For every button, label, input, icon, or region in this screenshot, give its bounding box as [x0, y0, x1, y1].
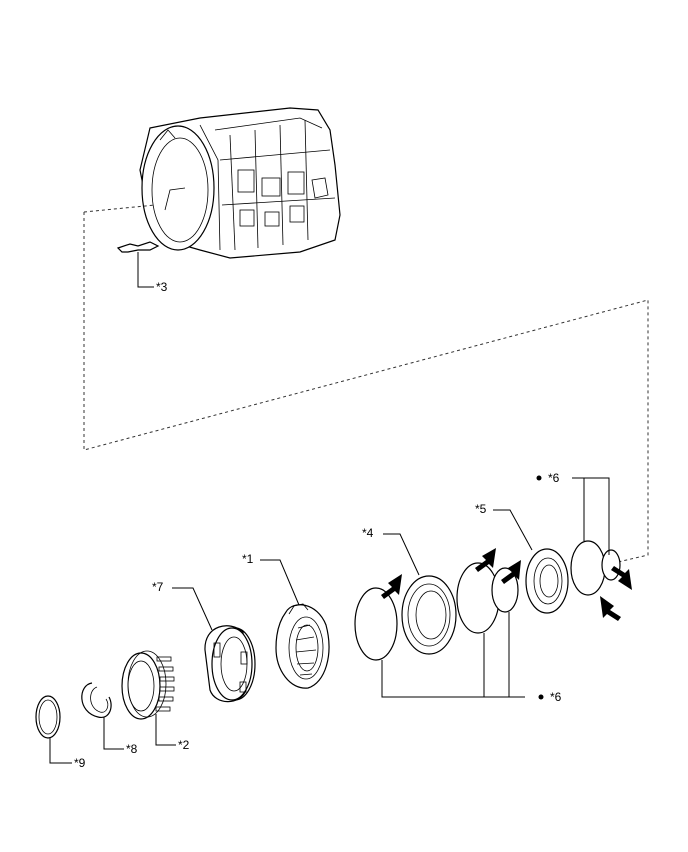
callout-8: *8	[126, 742, 138, 756]
callout-3: *3	[156, 280, 168, 294]
callout-6-bottom: *6	[550, 690, 562, 704]
part-8-snap-ring	[81, 682, 124, 750]
part-9-ring	[35, 695, 72, 764]
callout-5: *5	[475, 502, 487, 516]
bullet-icon	[536, 475, 542, 481]
callout-6-top: *6	[548, 471, 560, 485]
transmission-case	[139, 107, 341, 259]
callout-7: *7	[152, 580, 164, 594]
callout-6-bottom-leader	[381, 612, 544, 700]
arrow-icon	[381, 574, 402, 599]
arrow-icon	[501, 560, 521, 584]
part-7-drum	[172, 587, 256, 703]
part-4-piston	[383, 533, 457, 655]
part-2-spring-assembly	[121, 650, 176, 746]
part-6-o-ring-a	[354, 587, 398, 661]
callout-1: *1	[242, 552, 254, 566]
reference-dashed-outline	[83, 204, 649, 563]
part-1-piston	[260, 559, 330, 689]
part-3-clip	[116, 241, 160, 288]
arrow-icon	[611, 566, 632, 590]
callout-2: *2	[178, 738, 190, 752]
part-6-o-ring-c	[491, 567, 519, 613]
callout-9: *9	[74, 756, 86, 770]
callout-6-top-leader	[536, 475, 610, 555]
arrow-icon	[600, 596, 621, 621]
part-5-retainer	[493, 509, 569, 614]
arrow-icon	[475, 548, 496, 572]
callout-4: *4	[362, 526, 374, 540]
bullet-icon	[538, 694, 544, 700]
